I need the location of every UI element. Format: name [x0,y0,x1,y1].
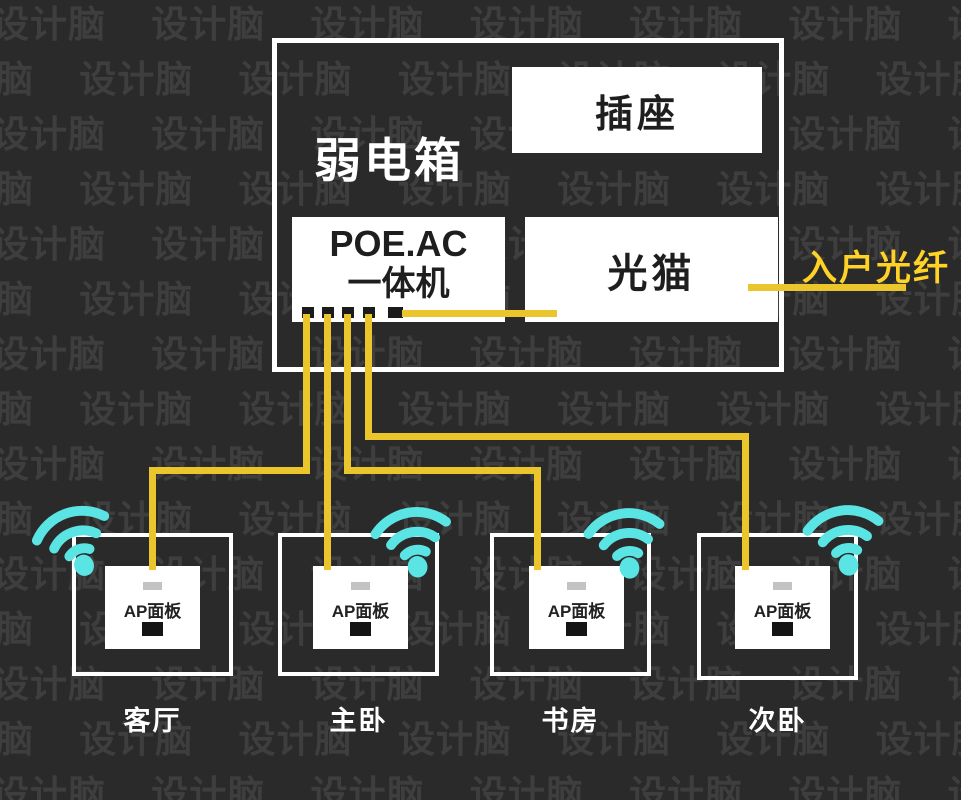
watermark-text: 设计脑 设计脑 设计脑 设计脑 设计脑 设计脑 设计脑 设计脑 [0,389,961,430]
poe-to-modem-cable [402,310,557,317]
cable-secondbedroom-tail [742,433,749,570]
cable-masterbedroom-drop [324,314,331,570]
ap-panel-masterbedroom: AP面板 [278,533,439,676]
cable-secondbedroom-run [365,433,749,440]
cable-livingroom-drop [303,314,310,474]
ap-panel-label: AP面板 [547,602,606,621]
poe-port-4 [363,307,375,318]
socket-label: 插座 [594,93,679,136]
room-label-masterbedroom: 主卧 [329,706,388,736]
ap-panel-label: AP面板 [331,602,390,621]
optical-modem-box: 光猫 [525,217,778,322]
ap-indicator [773,582,792,590]
poe-port-2 [322,307,334,318]
ap-panel-face: AP面板 [313,566,408,649]
cable-study-drop [344,314,351,474]
room-label-study: 书房 [541,706,600,736]
wifi-icon [16,479,130,591]
ap-port [142,622,163,636]
watermark-text: 设计脑 设计脑 设计脑 设计脑 设计脑 设计脑 设计脑 设计脑 [0,169,961,210]
poe-port-1 [302,307,314,318]
socket-box: 插座 [512,67,762,153]
watermark-text: 设计脑 设计脑 设计脑 设计脑 设计脑 设计脑 设计脑 设计脑 [0,114,961,155]
room-label-livingroom: 客厅 [123,706,182,736]
ap-panel-label: AP面板 [753,602,812,621]
room-label-secondbedroom: 次卧 [748,706,807,736]
cable-livingroom-run [149,467,310,474]
weak-current-box-title: 弱电箱 [314,134,464,187]
cable-study-tail [534,467,541,570]
optical-modem-label: 光猫 [607,251,696,296]
ap-port [350,622,371,636]
incoming-fiber-line [748,284,906,291]
weak-current-box [272,38,784,372]
poe-label-line1: POE.AC [329,223,468,264]
wifi-icon [360,485,464,585]
poe-ac-box: POE.AC 一体机 [292,217,505,322]
cable-secondbedroom-drop [365,314,372,440]
poe-port-5 [388,307,403,318]
watermark-text: 设计脑 设计脑 设计脑 设计脑 设计脑 设计脑 设计脑 设计脑 [0,664,961,705]
ap-panel-face: AP面板 [529,566,624,649]
watermark-text: 设计脑 设计脑 设计脑 设计脑 设计脑 设计脑 设计脑 设计脑 [0,719,961,760]
cable-livingroom-tail [149,467,156,570]
ap-panel-face: AP面板 [735,566,830,649]
ap-panel-label: AP面板 [123,602,182,621]
incoming-fiber-label: 入户光纤 [802,249,951,288]
watermark-text: 设计脑 设计脑 设计脑 设计脑 设计脑 设计脑 设计脑 设计脑 [0,444,961,485]
cable-study-run [344,467,541,474]
ap-indicator [567,582,586,590]
watermark-text: 设计脑 设计脑 设计脑 设计脑 设计脑 设计脑 设计脑 设计脑 [0,59,961,100]
wifi-icon [574,487,675,585]
ap-panel-face: AP面板 [105,566,200,649]
ap-port [566,622,587,636]
ap-port [772,622,793,636]
ap-panel-study: AP面板 [490,533,651,676]
watermark-text: 设计脑 设计脑 设计脑 设计脑 设计脑 设计脑 设计脑 设计脑 [0,774,961,800]
wifi-icon [793,484,894,582]
poe-port-3 [342,307,354,318]
ap-indicator [351,582,370,590]
ap-panel-secondbedroom: AP面板 [697,533,858,680]
poe-label-line2: 一体机 [347,265,450,303]
ap-indicator [143,582,162,590]
